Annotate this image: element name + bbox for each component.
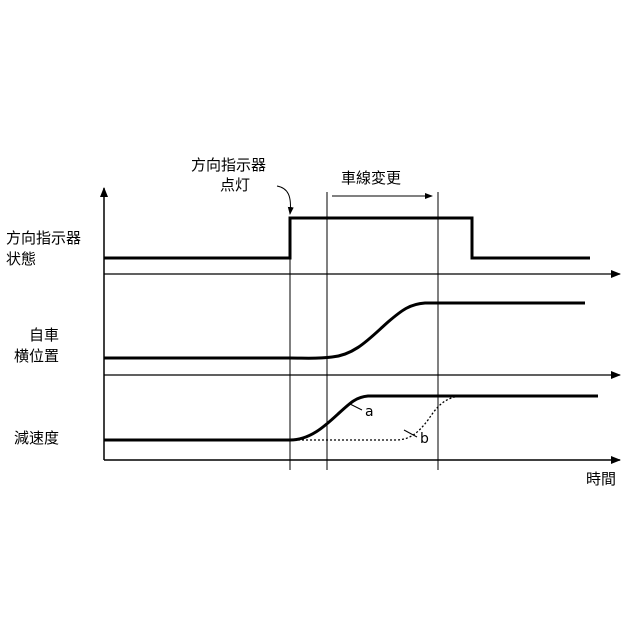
lateral-position-trace xyxy=(104,303,585,358)
label-turn-signal-state-1: 方向指示器 xyxy=(6,229,81,247)
deceleration-curve-b xyxy=(290,396,598,440)
label-lateral-position-2: 横位置 xyxy=(14,347,59,365)
label-turn-signal-state-2: 状態 xyxy=(6,250,36,268)
label-deceleration: 減速度 xyxy=(14,429,59,447)
turn-signal-trace xyxy=(104,218,590,258)
label-curve-b: b xyxy=(420,431,429,447)
deceleration-curve-a xyxy=(104,396,598,440)
label-turn-signal-on-2: 点灯 xyxy=(220,176,250,194)
label-turn-signal-on-1: 方向指示器 xyxy=(191,156,266,174)
label-lane-change: 車線変更 xyxy=(341,169,401,187)
curve-a-leader xyxy=(350,404,362,410)
turn-signal-on-callout xyxy=(277,186,290,214)
label-curve-a: a xyxy=(365,404,374,420)
label-lateral-position-1: 自車 xyxy=(29,326,59,344)
label-time: 時間 xyxy=(586,470,616,488)
